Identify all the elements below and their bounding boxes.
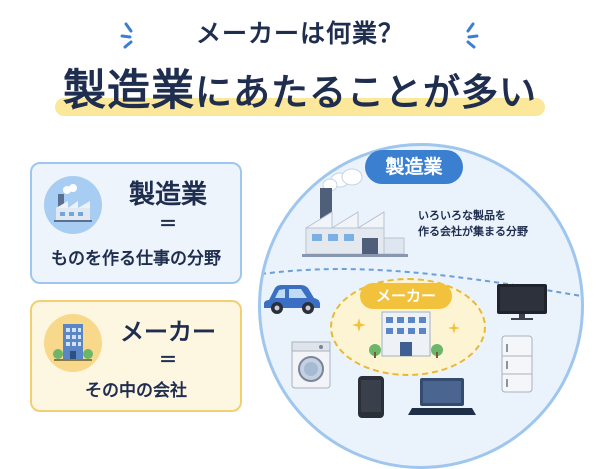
car-icon	[264, 285, 320, 314]
industry-description-line2: 作る会社が集まる分野	[418, 225, 528, 238]
washing-machine-icon	[291, 341, 331, 389]
industry-label: 製造業	[365, 150, 463, 184]
maker-equals: ＝	[159, 350, 177, 371]
laptop-icon	[408, 378, 476, 415]
industry-description: いろいろな製品を 作る会社が集まる分野	[418, 208, 528, 240]
office-building-icon	[369, 311, 443, 358]
manufacturing-heading: 製造業	[128, 180, 207, 210]
sparkle-icon	[352, 318, 366, 332]
factory-icon	[302, 168, 408, 257]
subtitle-rest: にあたることが多い	[195, 71, 537, 114]
sparkle-icon	[448, 322, 460, 334]
industry-description-line1: いろいろな製品を	[418, 209, 506, 222]
manufacturing-card: 製造業 ＝ ものを作る仕事の分野	[30, 162, 242, 284]
page-title: メーカーは何業？	[195, 19, 404, 48]
sparkle-left-icon	[120, 22, 133, 49]
refrigerator-icon	[501, 335, 533, 393]
subtitle-emphasis: 製造業	[63, 66, 195, 116]
manufacturing-equals: ＝	[159, 214, 177, 235]
factory-icon-badge	[44, 176, 102, 234]
maker-card: メーカー ＝ その中の会社	[30, 300, 242, 412]
sparkle-right-icon	[466, 22, 479, 49]
office-building-icon-badge	[44, 314, 102, 372]
maker-description: その中の会社	[85, 381, 187, 401]
manufacturing-description: ものを作る仕事の分野	[51, 249, 221, 269]
maker-heading: メーカー	[120, 318, 216, 346]
subtitle-text: 製造業にあたることが多い	[55, 56, 545, 118]
office-building-icon	[53, 324, 93, 361]
subtitle: 製造業にあたることが多い	[0, 56, 600, 118]
television-icon	[497, 284, 547, 320]
maker-label: メーカー	[360, 283, 452, 309]
smartphone-icon	[358, 376, 384, 418]
factory-icon	[54, 184, 92, 222]
